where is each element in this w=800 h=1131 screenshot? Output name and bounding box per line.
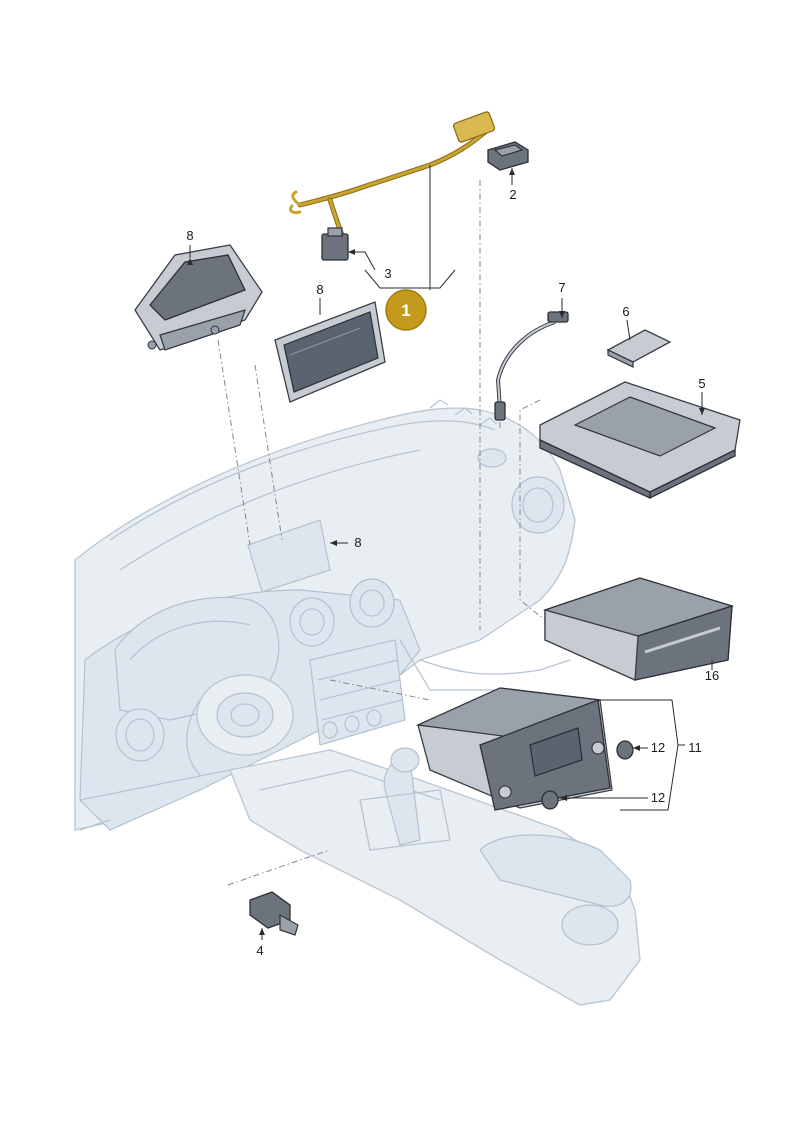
socket-part (249, 891, 299, 936)
label-3[interactable]: 3 (384, 266, 391, 281)
label-2[interactable]: 2 (509, 187, 516, 202)
label-4[interactable]: 4 (256, 943, 263, 958)
label-12-lower[interactable]: 12 (651, 790, 665, 805)
knob-parts (541, 740, 634, 810)
part-labels: 2 3 8 8 8 7 6 5 16 11 12 12 4 (186, 187, 719, 958)
part-1-label: 1 (401, 301, 410, 320)
label-6[interactable]: 6 (622, 304, 629, 319)
radio-unit-part (415, 687, 613, 811)
label-11[interactable]: 11 (688, 740, 702, 755)
leader-lines (189, 165, 713, 940)
part-1-badge[interactable]: 1 (385, 289, 427, 331)
label-8-dash[interactable]: 8 (354, 535, 361, 550)
connector-part (487, 141, 529, 171)
label-8-display[interactable]: 8 (316, 282, 323, 297)
label-5[interactable]: 5 (698, 376, 705, 391)
glovebox-part (134, 244, 263, 351)
memory-card-part (606, 329, 672, 368)
dashboard-illustration (74, 399, 641, 1006)
label-8-glovebox[interactable]: 8 (186, 228, 193, 243)
bracket-part (539, 381, 741, 500)
media-unit-part (542, 577, 735, 681)
arrowheads (187, 168, 705, 935)
display-part (274, 301, 386, 403)
label-7[interactable]: 7 (558, 280, 565, 295)
label-12-upper[interactable]: 12 (651, 740, 665, 755)
antenna-cable-part (494, 311, 569, 421)
wiring-harness-part (288, 111, 496, 261)
label-16[interactable]: 16 (705, 668, 719, 683)
